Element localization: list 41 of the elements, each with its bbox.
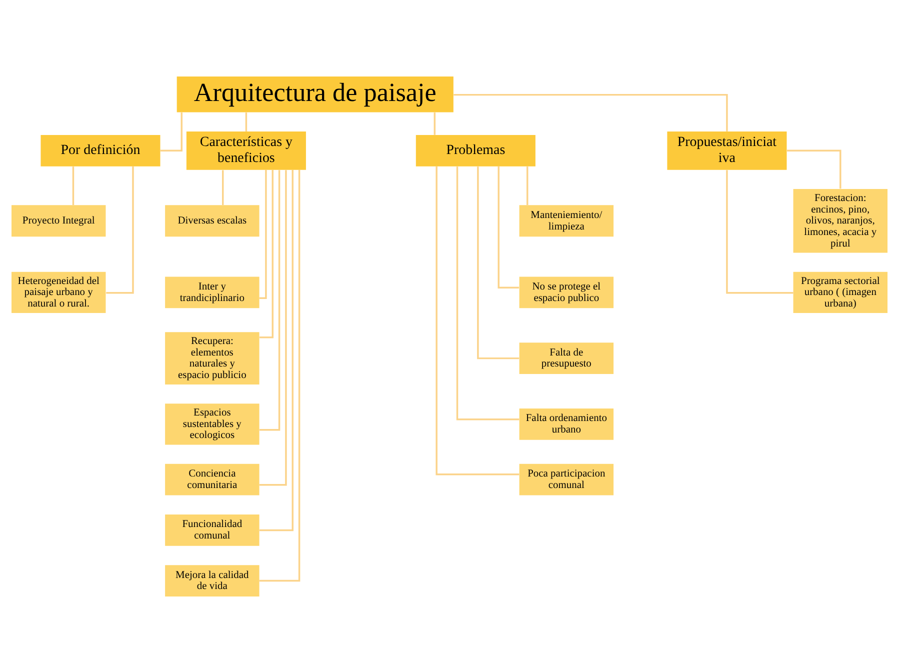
node-box: Funcionalidad comunal: [165, 514, 260, 546]
connector: [434, 112, 436, 134]
connector: [260, 169, 274, 338]
node-box: Mejora la calidad de vida: [165, 564, 260, 596]
connector: [259, 170, 287, 486]
node-box: Poca participacion comunal: [519, 463, 614, 495]
connector: [259, 169, 267, 298]
connector: [477, 166, 520, 359]
node-box: Recupera: elementos naturales y espacio publicio: [165, 332, 260, 384]
node-box: Heterogeneidad del paisaje urbano y natural o rural.: [12, 271, 106, 312]
connector: [436, 166, 520, 475]
connector: [454, 93, 728, 131]
node-box: Proyecto Integral: [12, 204, 106, 236]
connector: [222, 170, 224, 204]
connector: [787, 149, 842, 188]
connector: [245, 112, 248, 131]
node-box: Arquitectura de paisaje: [176, 76, 454, 112]
connector: [526, 166, 528, 205]
connector: [726, 170, 794, 294]
connector: [498, 166, 519, 288]
connector: [160, 112, 182, 152]
node-box: Inter y trandiciplinario: [165, 276, 260, 308]
node-box: Diversas escalas: [165, 204, 260, 236]
connector: [259, 170, 294, 531]
node-box: Por definición: [40, 134, 160, 166]
node-box: Programa sectorial urbano ( (imagen urbana): [793, 271, 888, 312]
connector: [259, 169, 300, 582]
connector: [456, 166, 520, 420]
node-box: Propuestas/iniciativa: [667, 130, 787, 170]
connector: [106, 166, 134, 294]
node-box: Características y beneficios: [186, 130, 306, 170]
node-box: No se protege el espacio publico: [519, 276, 614, 308]
node-box: Conciencia comunitaria: [165, 463, 260, 495]
node-box: Espacios sustentables y ecologicos: [165, 403, 260, 444]
node-box: Manteniemiento/ limpieza: [519, 204, 614, 236]
node-box: Problemas: [416, 134, 536, 166]
node-box: Falta de presupuesto: [519, 342, 614, 374]
connector: [72, 166, 74, 205]
node-box: Falta ordenamiento urbano: [519, 408, 614, 440]
connector: [260, 170, 280, 430]
node-box: Forestacion: encinos, pino, olivos, naranjos, limones, acacia y pirul: [793, 188, 888, 252]
